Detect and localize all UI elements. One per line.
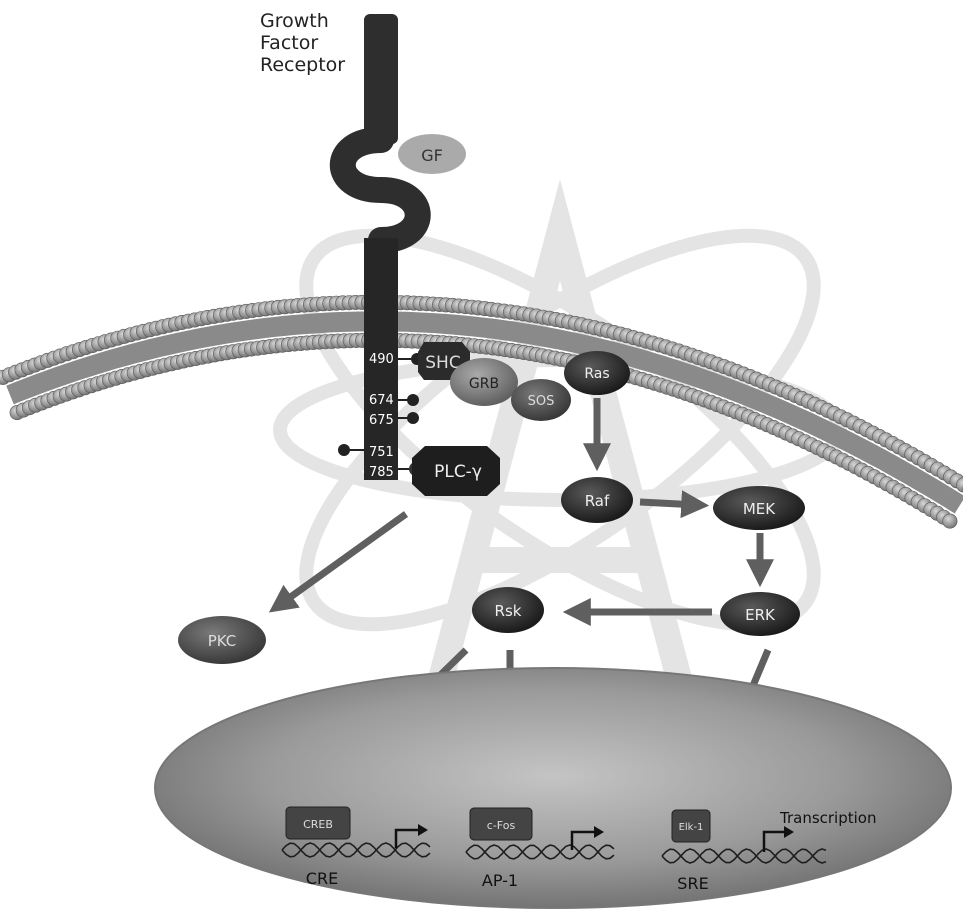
sos-label: SOS [528, 394, 555, 409]
receptor-label: Growth Factor Receptor [260, 10, 400, 76]
receptor-label-line3: Receptor [260, 54, 400, 76]
mek-label: MEK [743, 500, 776, 518]
background-watermark [251, 168, 869, 720]
creb-factor: CREB [286, 807, 350, 839]
erk-label: ERK [745, 606, 776, 624]
grb-protein: GRB [450, 358, 518, 406]
rsk-label: Rsk [495, 602, 522, 620]
phosphate-dot [407, 394, 419, 406]
site-785: 785 [369, 465, 394, 480]
plc-label: PLC-γ [434, 462, 482, 482]
elk-factor: Elk-1 [672, 810, 710, 842]
cre-label: CRE [306, 869, 338, 888]
ras-protein: Ras [564, 351, 630, 395]
erk-protein: ERK [720, 592, 800, 636]
arrow-plc-to-pkc [278, 514, 406, 606]
rsk-protein: Rsk [472, 587, 544, 633]
plc-gamma-protein: PLC-γ [412, 446, 500, 496]
creb-label: CREB [303, 818, 333, 831]
grb-label: GRB [469, 376, 499, 392]
ap1-label: AP-1 [482, 871, 518, 890]
ras-label: Ras [584, 366, 609, 382]
sos-protein: SOS [511, 379, 571, 421]
elk-label: Elk-1 [679, 822, 704, 833]
site-490: 490 [369, 352, 394, 367]
transcription-label: Transcription [779, 809, 876, 827]
site-674: 674 [369, 393, 394, 408]
raf-protein: Raf [561, 477, 633, 523]
pkc-protein: PKC [178, 616, 266, 664]
growth-factor-ligand: GF [398, 134, 466, 174]
phosphate-dot [338, 444, 350, 456]
site-751: 751 [369, 445, 394, 460]
nucleus [155, 668, 951, 908]
pkc-label: PKC [208, 632, 237, 650]
sre-label: SRE [677, 874, 708, 893]
site-675: 675 [369, 413, 394, 428]
receptor-label-line2: Factor [260, 32, 400, 54]
gf-label: GF [421, 146, 443, 165]
cfos-factor: c-Fos [470, 808, 532, 840]
phosphate-dot [407, 412, 419, 424]
arrow-raf-to-mek [640, 502, 698, 505]
mek-protein: MEK [713, 486, 805, 530]
receptor-label-line1: Growth [260, 10, 400, 32]
raf-label: Raf [585, 492, 610, 510]
lipid-head [943, 514, 957, 528]
cfos-label: c-Fos [487, 819, 516, 832]
